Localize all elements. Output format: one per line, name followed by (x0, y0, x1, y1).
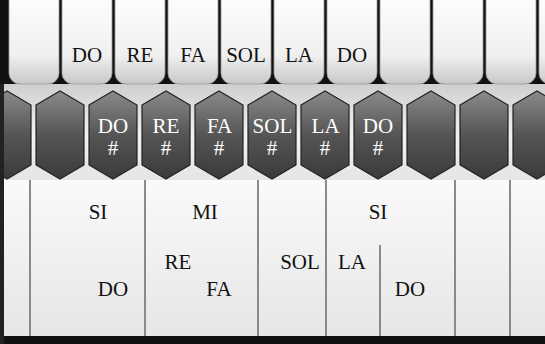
note-label: DO (337, 44, 367, 66)
note-label: LA (338, 251, 366, 273)
sharp-key (142, 91, 190, 179)
white-key (9, 0, 59, 84)
note-label: DO (72, 44, 102, 66)
lower-keys (0, 180, 545, 338)
note-label: SOL # (253, 115, 292, 159)
bottom-edge (0, 336, 545, 344)
note-label: SOL (226, 44, 266, 66)
middle-band (0, 84, 545, 188)
white-key (327, 0, 377, 84)
white-key (380, 0, 430, 84)
sharp-key (407, 91, 455, 179)
sharp-key (460, 91, 508, 179)
note-label: SOL (280, 251, 320, 273)
sharp-key (248, 91, 296, 179)
white-key (115, 0, 165, 84)
note-label: FA (180, 44, 205, 66)
white-key (433, 0, 483, 84)
note-label: RE (127, 44, 154, 66)
sharp-key (513, 91, 545, 179)
note-label: SI (369, 201, 388, 223)
sharp-key (301, 91, 349, 179)
note-label: DO # (363, 115, 393, 159)
white-key (486, 0, 536, 84)
note-label: FA (206, 278, 231, 300)
sharp-key (0, 91, 31, 179)
sharp-keys (0, 91, 545, 179)
left-edge (0, 84, 4, 344)
key-separator (257, 180, 259, 338)
note-label: RE # (153, 115, 180, 159)
white-key (221, 0, 271, 84)
note-label: SI (89, 201, 108, 223)
note-label: DO (395, 278, 425, 300)
white-key (168, 0, 218, 84)
white-key (539, 0, 545, 84)
key-separator (144, 180, 146, 338)
key-separator (379, 245, 381, 338)
white-key (62, 0, 112, 84)
note-label: FA # (207, 115, 231, 159)
top-keys (9, 0, 545, 84)
note-label: LA (285, 44, 313, 66)
sharp-key (36, 91, 84, 179)
note-label: DO # (98, 115, 128, 159)
key-separator (454, 180, 456, 338)
note-label: RE (165, 251, 192, 273)
key-separator (325, 180, 327, 338)
note-label: LA # (312, 115, 339, 159)
key-separator (29, 180, 31, 338)
note-label: DO (98, 278, 128, 300)
sharp-key (195, 91, 243, 179)
sharp-key (89, 91, 137, 179)
key-separator (509, 180, 511, 338)
white-key (274, 0, 324, 84)
note-label: MI (192, 201, 218, 223)
sharp-key (354, 91, 402, 179)
key-separators (30, 180, 510, 338)
